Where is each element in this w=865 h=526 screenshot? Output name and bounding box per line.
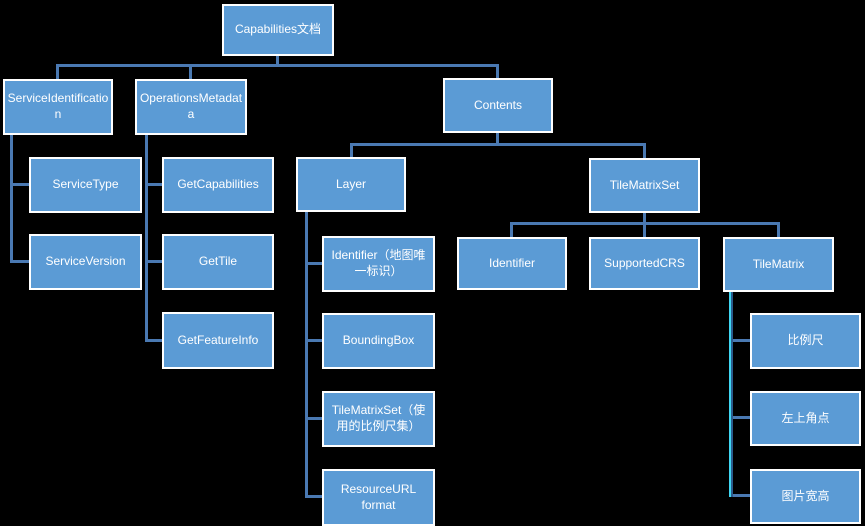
node-layer: Layer — [296, 157, 406, 212]
connector-tile-matrix-vline — [729, 292, 733, 497]
connector-drop-service-identification — [56, 64, 59, 79]
node-scale: 比例尺 — [750, 313, 861, 369]
connector-stub-image-size — [733, 494, 750, 497]
connector-drop-tile-matrix-set — [643, 143, 646, 158]
connector-stub-get-tile — [145, 260, 163, 263]
node-get-tile: GetTile — [162, 234, 274, 290]
node-tile-matrix-set-used: TileMatrixSet（使用的比例尺集） — [322, 391, 435, 447]
node-service-identification: ServiceIdentification — [3, 79, 113, 135]
connector-stub-top-left-point — [733, 416, 750, 419]
connector-level1-hline — [56, 64, 499, 67]
node-image-size: 图片宽高 — [750, 469, 861, 524]
node-identifier-layer: Identifier（地图唯一标识） — [322, 236, 435, 292]
node-supported-crs: SupportedCRS — [589, 237, 700, 290]
connector-drop-tile-matrix — [777, 222, 780, 237]
connector-stub-scale — [733, 339, 750, 342]
connector-stub-service-type — [10, 183, 30, 186]
connector-service-identification-vline — [10, 135, 13, 263]
connector-contents-stub — [496, 133, 499, 145]
node-top-left-point: 左上角点 — [750, 391, 861, 446]
node-get-feature-info: GetFeatureInfo — [162, 312, 274, 369]
connector-stub-resource-url — [305, 495, 323, 498]
connector-drop-supported-crs — [643, 222, 646, 237]
connector-stub-bounding-box — [305, 339, 323, 342]
node-contents: Contents — [443, 78, 553, 133]
connector-tile-matrix-set-stub — [643, 213, 646, 224]
connector-stub-service-version — [10, 260, 30, 263]
node-get-capabilities: GetCapabilities — [162, 157, 274, 213]
node-service-type: ServiceType — [29, 157, 142, 213]
node-identifier: Identifier — [457, 237, 567, 290]
connector-drop-layer — [350, 143, 353, 157]
connector-stub-get-capabilities — [145, 183, 163, 186]
connector-stub-get-feature-info — [145, 339, 163, 342]
node-resource-url: ResourceURL format — [322, 469, 435, 526]
connector-layer-vline — [305, 212, 308, 498]
connector-capabilities-stub — [276, 56, 279, 66]
node-capabilities: Capabilities文档 — [222, 4, 334, 56]
connector-contents-hline — [350, 143, 646, 146]
connector-drop-identifier — [510, 222, 513, 237]
node-service-version: ServiceVersion — [29, 234, 142, 290]
node-tile-matrix: TileMatrix — [723, 237, 834, 292]
node-operations-metadata: OperationsMetadata — [135, 79, 247, 135]
node-tile-matrix-set: TileMatrixSet — [589, 158, 700, 213]
connector-operations-metadata-vline — [145, 135, 148, 342]
connector-drop-contents — [496, 64, 499, 78]
connector-stub-tile-matrix-set-used — [305, 417, 323, 420]
connector-drop-operations-metadata — [189, 64, 192, 79]
node-bounding-box: BoundingBox — [322, 313, 435, 369]
connector-stub-identifier-layer — [305, 262, 323, 265]
